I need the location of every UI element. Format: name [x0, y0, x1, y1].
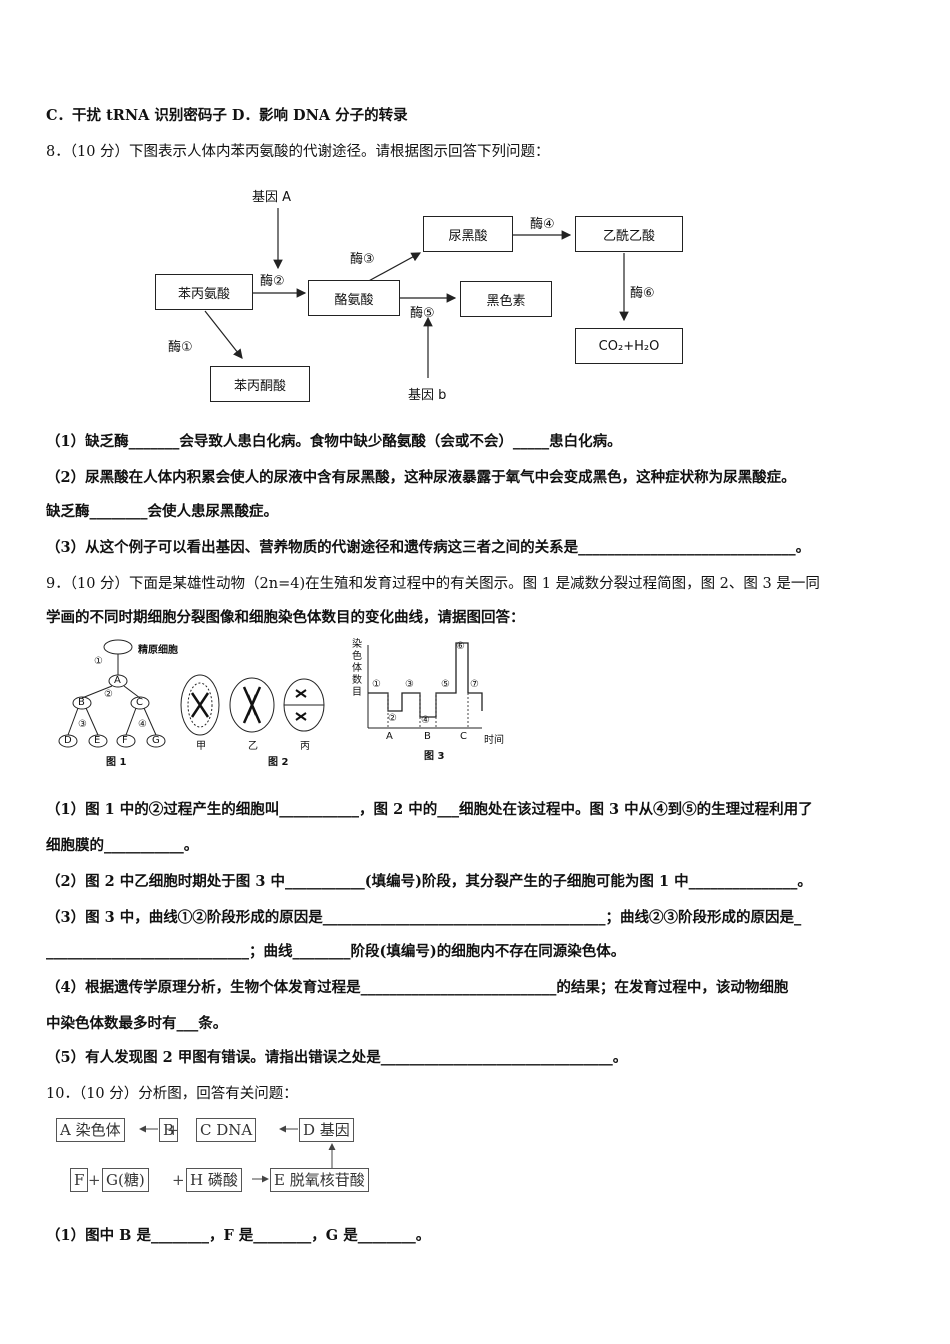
- svg-text:+: +: [88, 1171, 101, 1189]
- q9-sub4b: 中染色体数最多时有___条。: [46, 1015, 228, 1032]
- fig3-x-axis-label: 时间: [484, 735, 504, 746]
- q9-sub1b: 细胞膜的___________。: [46, 837, 199, 854]
- node-e-deoxynucleotide: E 脱氧核苷酸: [270, 1168, 369, 1192]
- q10-arrows: + + +: [88, 1121, 336, 1189]
- fig3-x-tick-a: A: [386, 731, 393, 742]
- fig2-caption: 图 2: [268, 757, 289, 768]
- fig1-cell-e: E: [94, 735, 101, 746]
- fig3-stage-3: ③: [405, 679, 414, 690]
- enzyme-4-label: 酶④: [530, 217, 555, 232]
- q10-diagram: + + + A 染色体 B C DNA D 基因 F G(糖) H 磷酸 E 脱…: [52, 1112, 402, 1194]
- q8-sub2a: （2）尿黑酸在人体内积累会使人的尿液中含有尿黑酸，这种尿液暴露于氧气中会变成黑色…: [46, 469, 796, 486]
- enzyme-5-label: 酶⑤: [410, 306, 435, 321]
- fig1-cell-f: F: [122, 735, 128, 746]
- enzyme-3-label: 酶③: [350, 252, 375, 267]
- gene-a-label: 基因 A: [252, 190, 292, 205]
- node-d-gene: D 基因: [299, 1118, 354, 1142]
- q9-sub5: （5）有人发现图 2 甲图有错误。请指出错误之处是_______________…: [46, 1049, 628, 1066]
- node-g-sugar: G(糖): [102, 1168, 149, 1192]
- fig3-stage-7: ⑦: [470, 679, 479, 690]
- q9-stem-a: 9．（10 分）下面是某雄性动物（2n=4)在生殖和发育过程中的有关图示。图 1…: [46, 576, 820, 592]
- phenylalanine-box: 苯丙氨酸: [155, 274, 253, 310]
- q9-sub3a: （3）图 3 中，曲线①②阶段形成的原因是___________________…: [46, 909, 802, 926]
- fig2-cell-bing: 丙: [300, 741, 310, 752]
- fig1-cell-b: B: [78, 697, 85, 708]
- q9-sub4a: （4）根据遗传学原理分析，生物个体发育过程是__________________…: [46, 979, 789, 996]
- fig3-stage-1: ①: [372, 679, 381, 690]
- svg-text:+: +: [167, 1121, 180, 1139]
- fig3-stage-2: ②: [388, 713, 397, 724]
- gene-b-label: 基因 b: [408, 388, 447, 403]
- fig3-stage-4: ④: [421, 715, 430, 726]
- fig1-caption: 图 1: [106, 757, 127, 768]
- q10-sub1: （1）图中 B 是________，F 是________，G 是_______…: [46, 1227, 431, 1244]
- node-f: F: [70, 1168, 89, 1192]
- q8-metabolism-diagram: 基因 A 苯丙氨酸 酶② 酪氨酸 酶③ 尿黑酸 酶④ 乙酰乙酸 酶⑥ CO₂+H…: [150, 178, 710, 408]
- acetoacetic-acid-box: 乙酰乙酸: [575, 216, 683, 252]
- q9-drawings: [58, 639, 483, 748]
- node-h-phosphate: H 磷酸: [186, 1168, 242, 1192]
- fig1-step-3: ③: [78, 719, 87, 730]
- q9-sub2: （2）图 2 中乙细胞时期处于图 3 中___________(填编号)阶段，其…: [46, 873, 812, 890]
- node-b: B: [159, 1118, 179, 1142]
- fig3-x-tick-b: B: [424, 731, 431, 742]
- q8-sub3: （3）从这个例子可以看出基因、营养物质的代谢途径和遗传病这三者之间的关系是___…: [46, 539, 811, 556]
- node-c-dna: C DNA: [196, 1118, 257, 1142]
- q9-sub1a: （1）图 1 中的②过程产生的细胞叫___________，图 2 中的___细…: [46, 801, 813, 818]
- q7-options-cd: C．干扰 tRNA 识别密码子 D．影响 DNA 分子的转录: [46, 107, 408, 124]
- enzyme-6-label: 酶⑥: [630, 286, 655, 301]
- fig2-cell-jia: 甲: [196, 741, 206, 752]
- fig1-cell-a: A: [114, 675, 121, 686]
- fig3-x-tick-c: C: [460, 731, 467, 742]
- fig3-stage-5: ⑤: [441, 679, 450, 690]
- fig3-caption: 图 3: [424, 751, 445, 762]
- q9-sub3b: ____________________________；曲线________阶…: [46, 943, 626, 960]
- svg-text:+: +: [172, 1171, 185, 1189]
- fig1-step-2: ②: [104, 689, 113, 700]
- fig3-y-axis-label: 染色体数目: [352, 639, 362, 698]
- fig1-step-4: ④: [138, 719, 147, 730]
- enzyme-2-label: 酶②: [260, 274, 285, 289]
- tyrosine-box: 酪氨酸: [308, 280, 400, 316]
- q10-stem: 10．（10 分）分析图，回答有关问题：: [46, 1086, 298, 1102]
- enzyme-1-label: 酶①: [168, 340, 193, 355]
- phenylpyruvic-acid-box: 苯丙酮酸: [210, 366, 310, 402]
- fig1-cell-d: D: [64, 735, 72, 746]
- q8-sub2b: 缺乏酶________会使人患尿黑酸症。: [46, 503, 278, 520]
- fig1-step-1: ①: [94, 656, 103, 667]
- q9-figures: 精原细胞 ① A ② B C ③ ④ D E F G 图 1 甲 乙 丙 图 2…: [50, 635, 530, 770]
- q8-sub1: （1）缺乏酶_______会导致人患白化病。食物中缺少酪氨酸（会或不会）____…: [46, 433, 622, 450]
- q8-stem: 8．（10 分）下图表示人体内苯丙氨酸的代谢途径。请根据图示回答下列问题：: [46, 144, 550, 160]
- co2-water-box: CO₂+H₂O: [575, 328, 683, 364]
- q9-stem-b: 学画的不同时期细胞分裂图像和细胞染色体数目的变化曲线，请据图回答：: [46, 609, 525, 626]
- node-a-chromosome: A 染色体: [56, 1118, 125, 1142]
- homogentisic-acid-box: 尿黑酸: [423, 216, 513, 252]
- spermatogonium-label: 精原细胞: [138, 645, 178, 656]
- fig2-cell-yi: 乙: [248, 741, 258, 752]
- melanin-box: 黑色素: [460, 281, 552, 317]
- fig1-cell-c: C: [136, 697, 143, 708]
- fig1-cell-g: G: [152, 735, 160, 746]
- fig3-stage-6: ⑥: [456, 641, 465, 652]
